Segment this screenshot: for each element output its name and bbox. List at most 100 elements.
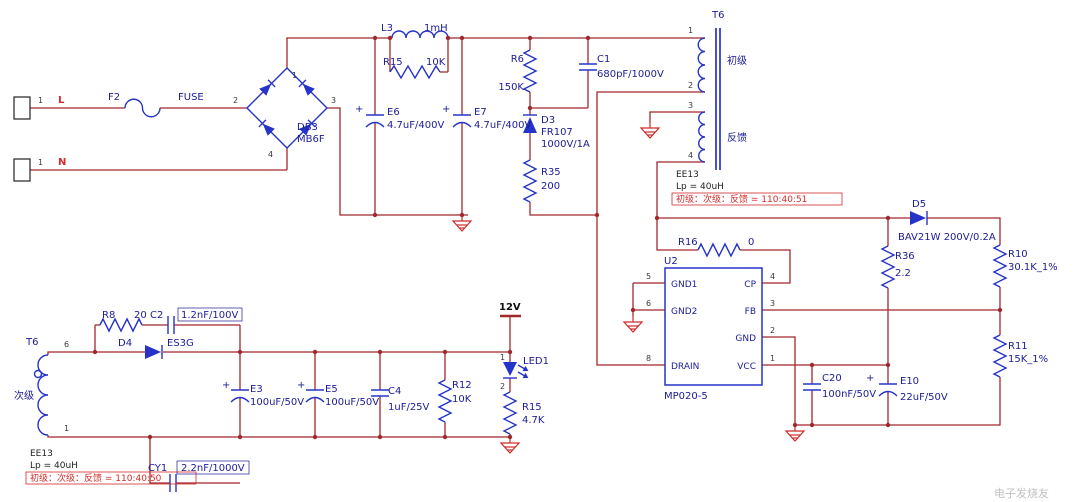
r12-value: 10K xyxy=(452,394,472,405)
resistor-r12 xyxy=(437,379,453,423)
net-vcc xyxy=(762,218,889,425)
bridge-value: MB6F xyxy=(297,134,325,145)
u2-pin3-number: 3 xyxy=(770,299,775,308)
net-output-caps xyxy=(239,352,446,437)
resistor-r15-filter xyxy=(389,64,441,80)
e3-polarity: + xyxy=(222,380,230,391)
r6-value: 150K xyxy=(498,82,524,93)
net-r11-gnd xyxy=(795,377,1001,426)
ground-icon xyxy=(640,121,660,139)
cap-e7 xyxy=(452,114,472,128)
e5-value: 100uF/50V xyxy=(325,397,379,408)
t6-ratio-secondary: 初级：次级：反馈 = 110:40:50 xyxy=(30,472,162,484)
d5-value: BAV21W 200V/0.2A xyxy=(898,232,996,243)
t6-pin6: 6 xyxy=(64,340,69,349)
e6-value: 4.7uF/400V xyxy=(387,120,444,131)
r16-value: 0 xyxy=(748,237,754,248)
l-pin-number: 1 xyxy=(38,96,43,105)
bridge-rectifier xyxy=(246,67,328,149)
r35-value: 200 xyxy=(541,181,560,192)
r16-ref: R16 xyxy=(678,237,698,248)
transformer-core xyxy=(715,28,721,170)
c2-ref: C2 xyxy=(150,310,163,321)
net-label-n: N xyxy=(58,157,66,168)
resistor-r35 xyxy=(522,159,538,203)
transformer-ref-top: T6 xyxy=(711,10,724,21)
e6-ref: E6 xyxy=(387,107,400,118)
r15-led-value: 4.7K xyxy=(522,415,545,426)
net-drain xyxy=(596,91,705,366)
u2-pin-drain: DRAIN xyxy=(671,362,699,372)
t6-sec-core-note: EE13 xyxy=(30,449,53,459)
cap-e5 xyxy=(305,389,325,403)
c1-ref: C1 xyxy=(597,54,610,65)
r15-led-ref: R15 xyxy=(522,402,542,413)
inductor-l3 xyxy=(391,30,449,39)
u2-value: MP020-5 xyxy=(664,391,708,402)
ground-icon xyxy=(785,424,805,442)
net-label-l: L xyxy=(58,95,65,106)
led-arrow-icon xyxy=(517,364,529,372)
u2-pin-gnd1: GND1 xyxy=(671,280,697,290)
e10-polarity: + xyxy=(866,373,874,384)
bridge-pin2: 2 xyxy=(233,96,238,105)
t6-sec-lp-note: Lp = 40uH xyxy=(30,461,78,471)
u2-ref: U2 xyxy=(664,256,678,267)
fuse-ref: F2 xyxy=(108,92,120,103)
ground-icon xyxy=(452,214,472,232)
ic-u2-body xyxy=(664,267,763,386)
e10-ref: E10 xyxy=(900,376,919,387)
resistor-r15-led xyxy=(502,391,518,435)
ratio-box-secondary xyxy=(25,471,197,485)
net-feedback-gnd xyxy=(649,111,705,122)
l3-value: 1mH xyxy=(424,23,448,34)
net-dc-plus-rail xyxy=(286,37,705,68)
cap-c4 xyxy=(371,389,389,397)
r10-value: 30.1K_1% xyxy=(1008,262,1058,273)
resistor-r36 xyxy=(880,245,896,289)
led-led1 xyxy=(503,362,529,379)
net-cy1 xyxy=(149,437,240,484)
bridge-pin4: 4 xyxy=(268,150,273,159)
junction-dots xyxy=(92,35,1003,440)
c1-value: 680pF/1000V xyxy=(597,69,664,80)
cap-c20 xyxy=(803,383,821,391)
c2-value: 1.2nF/100V xyxy=(181,310,238,321)
cap-cy1 xyxy=(169,474,177,492)
led1-pin1: 1 xyxy=(500,353,505,362)
diode-d4 xyxy=(145,345,163,359)
watermark: 电子发烧友 xyxy=(994,486,1049,500)
net-ic-gnd-pin xyxy=(762,336,796,425)
bridge-ref: DB3 xyxy=(297,122,318,133)
resistor-r11 xyxy=(992,334,1008,378)
winding-dot-icon xyxy=(33,369,43,379)
t6-pin3: 3 xyxy=(688,101,693,110)
led-arrow-icon xyxy=(517,371,529,379)
ratio-box-primary xyxy=(671,192,843,206)
r36-ref: R36 xyxy=(895,251,915,262)
e3-value: 100uF/50V xyxy=(250,397,304,408)
t6-pin4: 4 xyxy=(688,151,693,160)
u2-pin-gnd: GND xyxy=(735,334,756,344)
terminal-l xyxy=(13,96,31,120)
terminal-n xyxy=(13,158,31,182)
cy1-ref: CY1 xyxy=(148,463,167,474)
d3-value: FR107 xyxy=(541,127,573,138)
e5-ref: E5 xyxy=(325,384,338,395)
r6-ref: R6 xyxy=(511,54,524,65)
t6-sec-pin1: 1 xyxy=(64,424,69,433)
c2-value-box xyxy=(177,307,243,322)
u2-pin1-number: 1 xyxy=(770,354,775,363)
u2-pin-fb: FB xyxy=(745,307,756,317)
c4-ref: C4 xyxy=(388,386,401,397)
u2-pin2-number: 2 xyxy=(770,326,775,335)
resistor-r16 xyxy=(697,242,741,258)
t6-ratio-primary: 初级：次级：反馈 = 110:40:51 xyxy=(676,193,807,205)
r15-filter-ref: R15 xyxy=(383,57,403,68)
transformer-secondary xyxy=(33,354,49,436)
ground-icon xyxy=(623,315,643,333)
transformer-ref-bottom: T6 xyxy=(25,337,38,348)
r12-ref: R12 xyxy=(452,380,472,391)
r10-ref: R10 xyxy=(1008,249,1028,260)
